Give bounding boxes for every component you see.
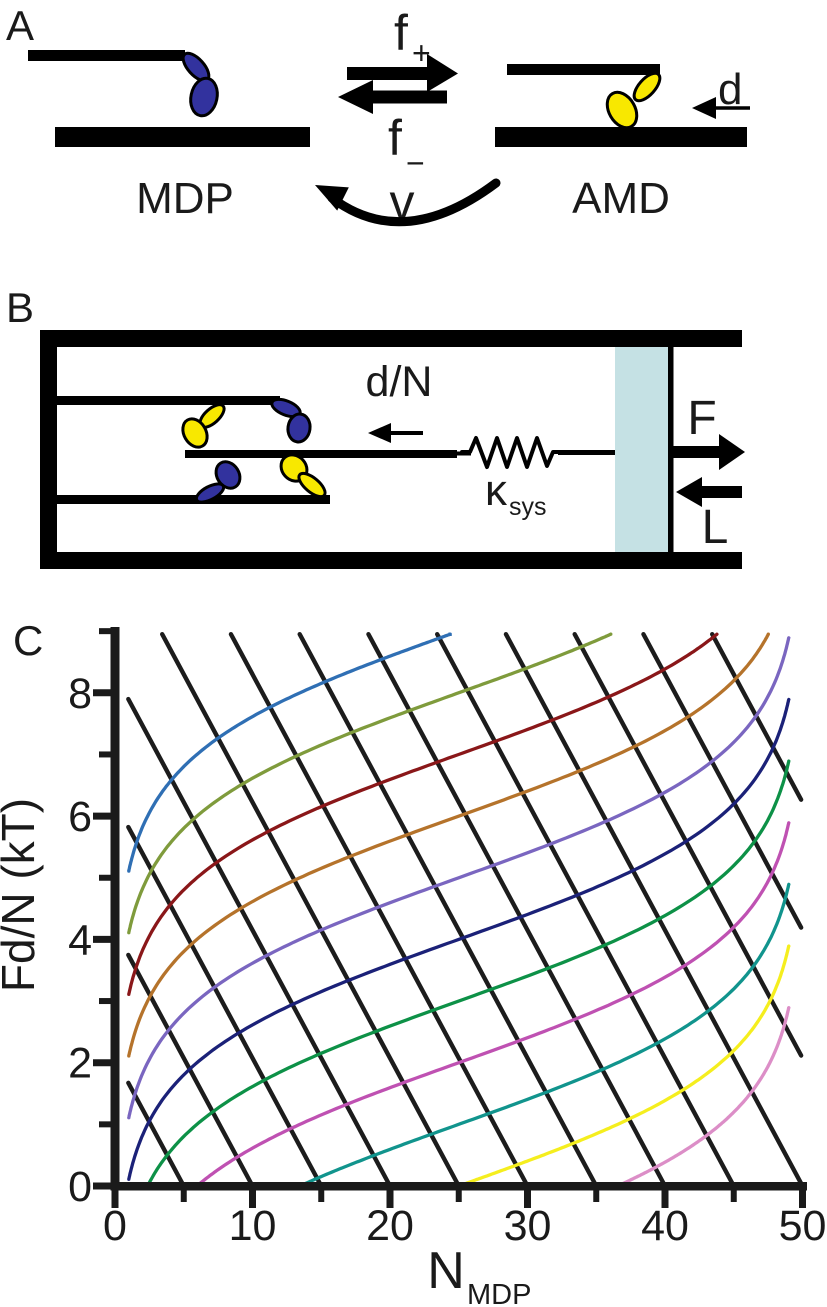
constraint-line-c55 xyxy=(572,632,804,1058)
curve-offsetC7 xyxy=(127,632,719,997)
head-mdp-upper xyxy=(286,412,312,444)
curve-offsetC6 xyxy=(127,632,770,1058)
constraint-line-c5 xyxy=(126,1080,186,1189)
force-arrow-icon xyxy=(719,434,745,470)
thick-filament-right xyxy=(495,127,747,147)
head-mdp-lower-lever xyxy=(194,482,226,504)
myosin-amd-lever xyxy=(632,71,662,103)
length-label: L xyxy=(702,501,729,554)
step-size-label: d xyxy=(718,65,742,114)
myosin-amd-head xyxy=(605,90,639,130)
x-axis-label: N xyxy=(427,1242,465,1300)
curve-offsetC3 xyxy=(145,759,791,1188)
head-mdp-lower xyxy=(214,460,242,490)
x-tick-label-50: 50 xyxy=(779,1202,827,1250)
rate-forward-label: f xyxy=(394,5,408,61)
cycle-arrowhead-icon xyxy=(315,185,349,211)
panel-c-label: C xyxy=(13,617,43,664)
constraint-line-c30 xyxy=(228,632,530,1189)
rate-forward-subscript: + xyxy=(412,35,431,71)
x-tick-label-0: 0 xyxy=(103,1202,127,1250)
actin-upper xyxy=(57,396,280,405)
constraint-lines-group xyxy=(126,632,804,1189)
x-tick-label-40: 40 xyxy=(641,1202,689,1250)
curve-offsetC8 xyxy=(127,632,613,935)
curve-offsetC1 xyxy=(298,882,791,1188)
y-tick-label-0: 0 xyxy=(68,1163,92,1211)
x-tick-label-30: 30 xyxy=(504,1202,552,1250)
x-tick-label-20: 20 xyxy=(366,1202,414,1250)
length-arrow-shaft xyxy=(700,486,742,498)
reverse-arrow-icon xyxy=(338,80,373,114)
panel-b: B d/N κ sys F L xyxy=(6,284,745,569)
head-amd-upper xyxy=(181,417,209,449)
rate-reverse-label: f xyxy=(388,110,402,166)
constraint-line-c25 xyxy=(160,632,461,1189)
constraint-line-c35 xyxy=(297,632,599,1189)
actin-filament-right xyxy=(507,64,660,75)
constraint-line-c60 xyxy=(641,632,804,930)
sarcomere-left-wall xyxy=(40,330,57,569)
panel-c: C 0 10 20 30 40 50 0 2 4 6 8 Fd/N (kT) N MDP xyxy=(0,617,826,1307)
panel-b-label: B xyxy=(6,284,34,331)
constraint-line-c15 xyxy=(126,824,324,1189)
per-head-step-arrow-icon xyxy=(368,423,391,443)
forward-arrow-icon xyxy=(427,54,458,92)
constraint-line-c20 xyxy=(126,696,393,1189)
panel-a-label: A xyxy=(6,2,34,49)
y-tick-label-6: 6 xyxy=(68,793,92,841)
y-tick-label-2: 2 xyxy=(68,1040,92,1088)
actin-lower xyxy=(57,495,330,504)
axis-ticks-group xyxy=(93,628,806,1208)
forward-arrow-shaft xyxy=(347,67,429,80)
stiffness-label: κ xyxy=(485,466,508,515)
myosin-mdp-head xyxy=(189,76,219,118)
curve-offsetC0 xyxy=(457,944,791,1188)
transducer-piston xyxy=(615,347,668,552)
curve-offsetC5 xyxy=(127,636,791,1120)
x-tick-label-10: 10 xyxy=(229,1202,277,1250)
head-amd-lower-lever xyxy=(297,471,327,499)
thick-filament-left xyxy=(55,127,310,147)
transducer-edge xyxy=(668,347,674,552)
actin-filament-left xyxy=(28,50,185,61)
step-arrow-icon xyxy=(692,97,716,119)
per-head-step-label: d/N xyxy=(366,358,433,406)
length-arrow-icon xyxy=(676,477,702,507)
curve-offsetC-1 xyxy=(615,1006,791,1188)
rate-reverse-subscript: − xyxy=(406,145,425,181)
constraint-line-c40 xyxy=(366,632,668,1189)
force-label: F xyxy=(687,392,716,445)
state-amd-label: AMD xyxy=(572,174,670,223)
stiffness-subscript: sys xyxy=(509,493,547,521)
force-arrow-shaft xyxy=(673,446,722,458)
cycle-arc xyxy=(327,178,501,227)
reverse-arrow-shaft xyxy=(371,90,447,104)
curves-group xyxy=(127,632,791,1188)
axis-tick-labels-group: 0 10 20 30 40 50 0 2 4 6 8 xyxy=(68,670,826,1250)
sarcomere-top-bar xyxy=(40,330,742,347)
y-tick-label-4: 4 xyxy=(68,916,92,964)
state-mdp-label: MDP xyxy=(136,174,234,223)
curve-offsetC4 xyxy=(127,697,791,1181)
spring-icon xyxy=(460,436,562,469)
spring-to-piston-link xyxy=(558,450,615,455)
y-axis-label: Fd/N (kT) xyxy=(0,798,44,992)
myosin-rod xyxy=(185,450,457,458)
curve-offsetC9 xyxy=(127,632,452,873)
sarcomere-bottom-bar xyxy=(40,552,742,569)
panel-a: A MDP f + f − v AMD d xyxy=(6,2,750,230)
y-tick-label-8: 8 xyxy=(68,670,92,718)
curve-offsetC2 xyxy=(195,821,791,1188)
x-axis-label-subscript: MDP xyxy=(467,1279,531,1307)
constraint-line-c45 xyxy=(435,632,736,1189)
